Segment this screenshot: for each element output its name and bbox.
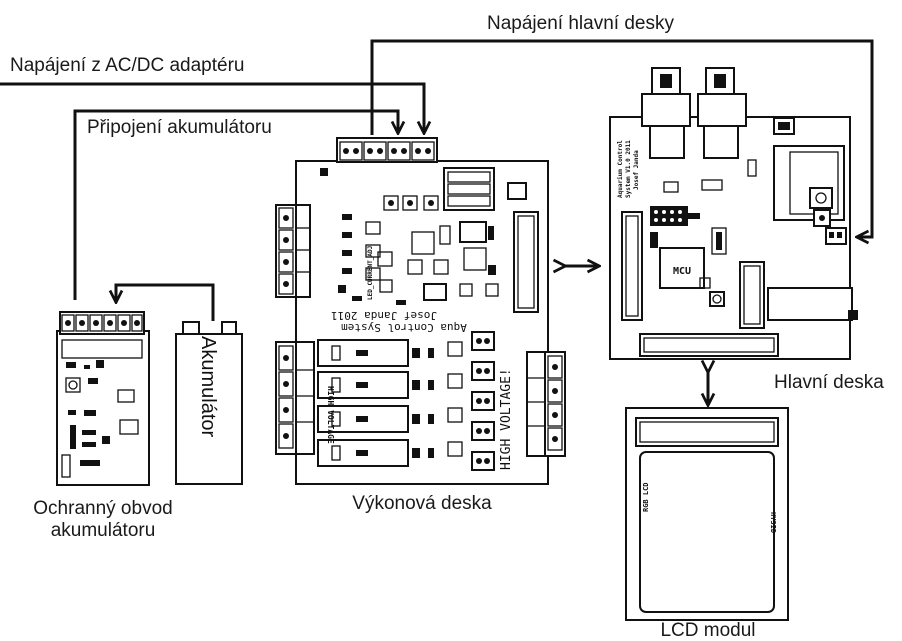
protection-label-line1: Ochranný obvod <box>33 498 172 519</box>
high-voltage-left-text: HIGH VOLTAGE <box>326 386 335 444</box>
main-board-label: Hlavní deska <box>774 372 884 393</box>
lcd-left-text: RGB LCD <box>642 482 650 512</box>
battery-protection-board <box>57 312 149 485</box>
mcu-text: MCU <box>673 266 691 277</box>
main-board-title-2: System V1.0 2011 <box>625 140 632 198</box>
battery-text: Akumulátor <box>197 336 219 437</box>
power-board-title-2: Josef Janda 2011 <box>331 309 437 322</box>
power-board-label: Výkonová deska <box>352 493 492 514</box>
protection-label-line2: akumulátoru <box>51 520 156 541</box>
main-board-title-1: Aquarium Control <box>617 140 624 198</box>
lcd-module: RGB LCD HYSID <box>626 408 788 620</box>
battery: Akumulátor <box>176 322 242 484</box>
high-voltage-right-text: HIGH VOLTAGE! <box>499 368 514 470</box>
main-board-title-3: Josef Janda <box>633 150 640 190</box>
adapter-power-label: Napájení z AC/DC adaptéru <box>10 55 244 76</box>
battery-connection-label: Připojení akumulátoru <box>87 117 272 138</box>
led-current-adj-text: LED_CURRENT_ADJ <box>367 246 374 300</box>
lcd-module-label: LCD modul <box>660 620 755 641</box>
lcd-right-text: HYSID <box>769 512 777 533</box>
power-board: LED_CURRENT_ADJ Aqua Control System Jose… <box>276 138 565 484</box>
main-power-label: Napájení hlavní desky <box>487 13 674 34</box>
main-board: Aquarium Control System V1.0 2011 Josef … <box>610 68 858 359</box>
